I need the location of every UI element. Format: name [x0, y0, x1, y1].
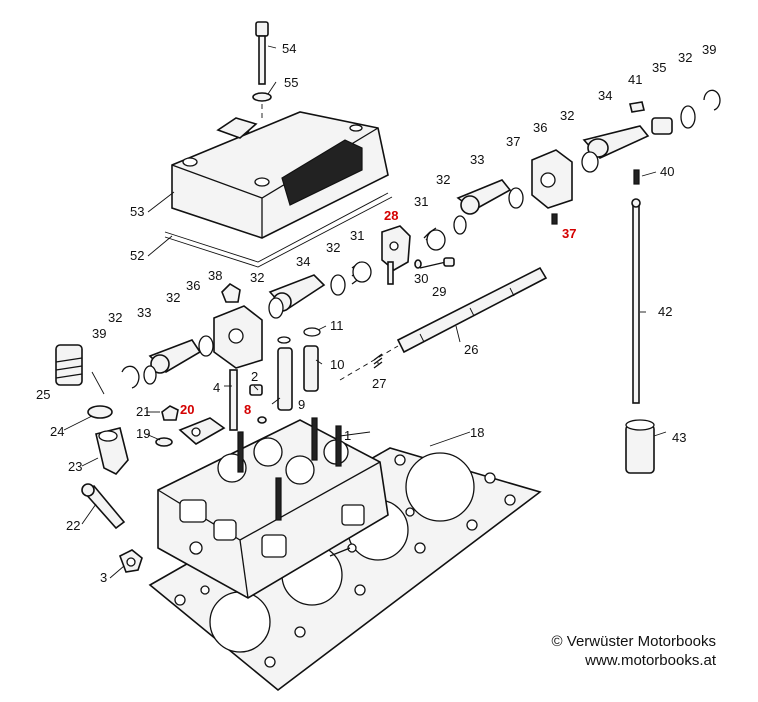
label-30: 30 — [414, 271, 428, 286]
copyright-line: © Verwüster Motorbooks — [551, 633, 716, 650]
cylinder-head — [157, 417, 389, 599]
label-32-a: 32 — [108, 310, 122, 325]
part-labels: 1 2 3 4 8 9 10 11 18 19 20 21 22 23 24 2… — [36, 41, 716, 585]
label-22: 22 — [66, 518, 80, 533]
label-32-b: 32 — [166, 290, 180, 305]
label-29: 29 — [432, 284, 446, 299]
label-34-right: 34 — [598, 88, 612, 103]
label-10: 10 — [330, 357, 344, 372]
rocker-shaft — [339, 266, 548, 381]
label-11: 11 — [330, 318, 344, 333]
label-38: 38 — [208, 268, 222, 283]
rocker-arm-assembly-right — [453, 89, 721, 235]
rocker-arm-assembly-left — [121, 282, 263, 389]
label-37: 37 — [506, 134, 520, 149]
label-36-left: 36 — [186, 278, 200, 293]
label-26: 26 — [464, 342, 478, 357]
label-36-right: 36 — [533, 120, 547, 135]
label-18: 18 — [470, 425, 484, 440]
label-32-e: 32 — [436, 172, 450, 187]
label-35: 35 — [652, 60, 666, 75]
tappet — [625, 419, 655, 474]
label-33-right: 33 — [470, 152, 484, 167]
website-line: www.motorbooks.at — [585, 652, 716, 669]
label-43: 43 — [672, 430, 686, 445]
label-39-left: 39 — [92, 326, 106, 341]
label-32-f: 32 — [560, 108, 574, 123]
rocker-arm-assembly-center — [268, 225, 455, 319]
label-32-d: 32 — [326, 240, 340, 255]
label-23: 23 — [68, 459, 82, 474]
cover-bolt — [252, 21, 272, 118]
label-24: 24 — [50, 424, 64, 439]
label-20: 20 — [180, 402, 194, 417]
label-41: 41 — [628, 72, 642, 87]
valve-cover-gasket — [164, 192, 393, 268]
label-1: 1 — [344, 428, 351, 443]
push-rod — [631, 198, 641, 404]
label-33-left: 33 — [137, 305, 151, 320]
label-40: 40 — [660, 164, 674, 179]
label-4: 4 — [213, 380, 220, 395]
label-19: 19 — [136, 426, 150, 441]
copyright-notice: © Verwüster Motorbooks www.motorbooks.at — [552, 632, 716, 670]
leader-lines — [63, 45, 667, 579]
valve-cover — [171, 111, 389, 239]
label-54: 54 — [282, 41, 296, 56]
label-32-c: 32 — [250, 270, 264, 285]
label-39-right: 39 — [702, 42, 716, 57]
label-25: 25 — [36, 387, 50, 402]
label-8: 8 — [244, 402, 251, 417]
label-27: 27 — [372, 376, 386, 391]
label-34-center: 34 — [296, 254, 310, 269]
label-37-highlight: 37 — [562, 226, 576, 241]
label-55: 55 — [284, 75, 298, 90]
label-2: 2 — [251, 369, 258, 384]
label-9: 9 — [298, 397, 305, 412]
label-21: 21 — [136, 404, 150, 419]
label-52: 52 — [130, 248, 144, 263]
label-31-center: 31 — [350, 228, 364, 243]
label-53: 53 — [130, 204, 144, 219]
label-28: 28 — [384, 208, 398, 223]
label-3: 3 — [100, 570, 107, 585]
label-32-g: 32 — [678, 50, 692, 65]
label-31-right: 31 — [414, 194, 428, 209]
injector-parts — [55, 344, 143, 573]
label-42: 42 — [658, 304, 672, 319]
head-small-parts — [155, 327, 383, 447]
